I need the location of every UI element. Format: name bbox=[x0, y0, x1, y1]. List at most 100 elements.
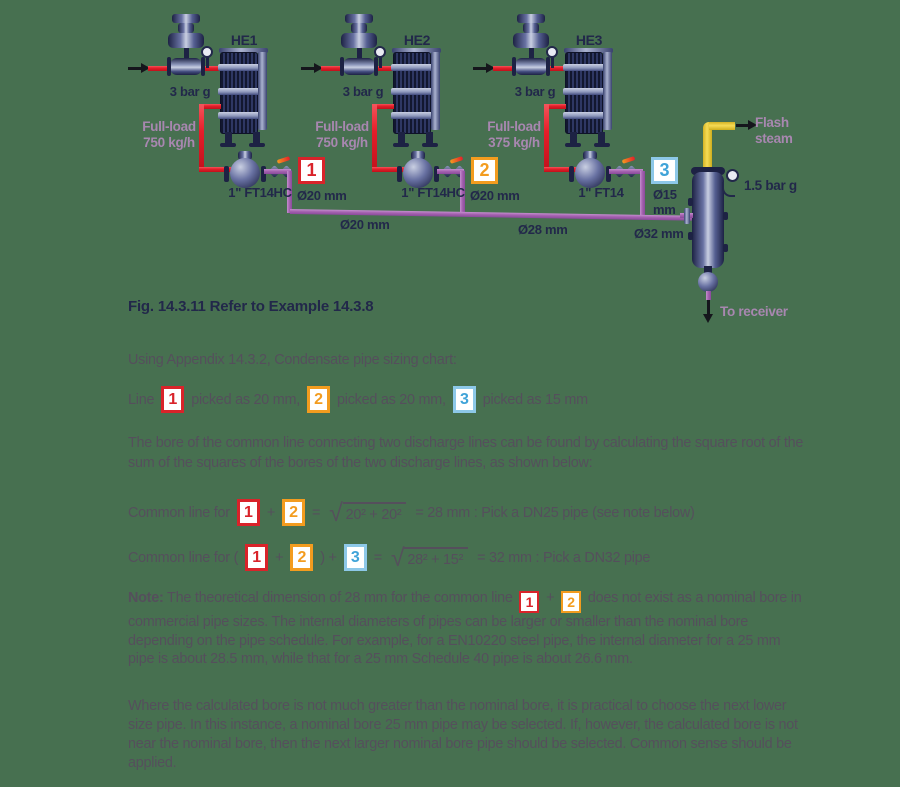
he-leg bbox=[570, 132, 577, 145]
he-foot bbox=[594, 143, 610, 147]
inline-tag-3: 3 bbox=[452, 386, 476, 413]
steam-trap bbox=[224, 150, 270, 192]
control-valve-body bbox=[515, 58, 547, 75]
bore-line1: Ø15 bbox=[653, 187, 677, 202]
full-load-label: Full-load 375 kg/h bbox=[481, 119, 547, 151]
control-valve-stem bbox=[529, 48, 534, 60]
flash-steam-arrow bbox=[736, 124, 749, 127]
line-row-seg3: picked as 15 mm bbox=[482, 391, 588, 408]
full-load-line2: 750 kg/h bbox=[143, 135, 195, 150]
formula1-result: = 28 mm : Pick a DN25 pipe (see note bel… bbox=[415, 504, 695, 521]
trap-flange bbox=[434, 166, 439, 182]
sqrt-radical-icon: √ bbox=[390, 543, 405, 572]
control-valve-body bbox=[343, 58, 375, 75]
control-valve-actuator bbox=[517, 14, 545, 23]
he-frame-band bbox=[563, 88, 605, 95]
note-label: Note: bbox=[128, 590, 164, 606]
sqrt-radical-icon: √ bbox=[329, 498, 343, 527]
he-frame-band bbox=[218, 64, 260, 71]
closing-paragraph: Where the calculated bore is not much gr… bbox=[128, 698, 798, 771]
he-foot bbox=[393, 143, 409, 147]
he-top-cap bbox=[564, 48, 613, 53]
steam-pressure-label: 3 bar g bbox=[342, 84, 384, 99]
heat-exchanger: HE1 bbox=[218, 32, 270, 150]
inline-tag-1: 1 bbox=[161, 386, 185, 413]
control-valve-neck bbox=[351, 23, 367, 33]
sqrt-radicand: 28² + 15² bbox=[404, 546, 469, 568]
trap-flange bbox=[261, 166, 266, 182]
intro-text: Using Appendix 14.3.2, Condensate pipe s… bbox=[128, 352, 457, 368]
formula-common-line-1-2-3: Common line for ( 1 + 2 ) + 3 = √ 28² + … bbox=[128, 544, 888, 571]
trap-model-label: 1" FT14 bbox=[578, 185, 624, 200]
he-frame-band bbox=[563, 112, 605, 119]
flash-steam-arrowhead-icon bbox=[748, 120, 757, 130]
formula2-prefix: Common line for ( bbox=[128, 549, 239, 566]
condensate-outlet-pipe bbox=[199, 104, 204, 172]
valve-handle-icon bbox=[621, 156, 636, 164]
full-load-line1: Full-load bbox=[487, 119, 541, 134]
condensate-outlet-pipe bbox=[372, 104, 394, 109]
heat-exchanger: HE2 bbox=[391, 32, 443, 150]
flash-steam-riser bbox=[703, 122, 712, 175]
condensate-outlet-pipe bbox=[544, 167, 576, 172]
trap-flange bbox=[606, 166, 611, 182]
flash-steam-label: Flash steam bbox=[755, 115, 793, 147]
vessel-nub bbox=[688, 198, 693, 206]
steam-inlet-arrowhead-icon bbox=[141, 63, 150, 73]
full-load-line1: Full-load bbox=[315, 119, 369, 134]
he-frame-band bbox=[218, 88, 260, 95]
receiver-arrow bbox=[707, 300, 710, 315]
gauge-stem bbox=[206, 56, 209, 68]
he-name-label: HE1 bbox=[230, 32, 258, 48]
close-paren-plus: ) + bbox=[320, 549, 337, 566]
control-valve-bonnet bbox=[513, 33, 549, 48]
he-end-frame bbox=[258, 52, 267, 130]
he-foot bbox=[249, 143, 265, 147]
trap-discharge-drop bbox=[460, 171, 465, 216]
valve-flange bbox=[167, 57, 171, 76]
control-valve-bonnet bbox=[168, 33, 204, 48]
valve-handle-icon bbox=[276, 156, 291, 164]
control-valve-neck bbox=[178, 23, 194, 33]
vessel-nub bbox=[723, 244, 728, 252]
flash-vessel-body bbox=[692, 172, 724, 268]
valve-handle-icon bbox=[449, 156, 464, 164]
sqrt-radicand: 20² + 20² bbox=[342, 501, 407, 523]
heat-exchanger-unit-3: 3 bar g HE3 Full-load 375 kg/h bbox=[473, 0, 708, 240]
trap-body bbox=[575, 158, 605, 188]
heat-exchanger: HE3 bbox=[563, 32, 615, 150]
vessel-bottom-neck bbox=[704, 266, 712, 274]
formula1-prefix: Common line for bbox=[128, 504, 230, 521]
trap-discharge-drop bbox=[640, 171, 645, 218]
valve-flange bbox=[512, 57, 516, 76]
equals-sign: = bbox=[311, 504, 321, 521]
condensate-outlet-pipe bbox=[199, 167, 231, 172]
he-frame-band bbox=[391, 64, 433, 71]
trap-body bbox=[230, 158, 260, 188]
formula2-tag-3: 3 bbox=[343, 544, 367, 571]
he-foot bbox=[422, 143, 438, 147]
control-valve-neck bbox=[523, 23, 539, 33]
formula1-tag-1: 1 bbox=[236, 499, 260, 526]
control-valve-actuator bbox=[172, 14, 200, 23]
figure-caption: Fig. 14.3.11 Refer to Example 14.3.8 bbox=[128, 298, 374, 315]
he-foot bbox=[565, 143, 581, 147]
note-paragraph: Note: The theoretical dimension of 28 mm… bbox=[128, 589, 808, 669]
valve-flange bbox=[374, 57, 378, 76]
control-valve-actuator bbox=[345, 14, 373, 23]
he-frame-band bbox=[391, 88, 433, 95]
full-load-label: Full-load 750 kg/h bbox=[309, 119, 375, 151]
line-selection-row: Line 1 picked as 20 mm, 2 picked as 20 m… bbox=[128, 386, 848, 413]
equals-sign: = bbox=[373, 549, 382, 566]
formula-common-line-1-2: Common line for 1 + 2 = √ 20² + 20² = 28… bbox=[128, 499, 888, 526]
vessel-outlet-stub bbox=[706, 291, 711, 300]
bore-explanation-paragraph: The bore of the common line connecting t… bbox=[128, 435, 804, 471]
condensate-outlet-pipe bbox=[199, 104, 221, 109]
square-root-expression: √ 20² + 20² bbox=[329, 498, 407, 527]
trap-model-label: 1" FT14HC bbox=[401, 185, 465, 200]
valve-flange bbox=[201, 57, 205, 76]
trap-bonnet bbox=[583, 151, 597, 160]
pressure-gauge-icon bbox=[201, 46, 213, 58]
he-end-frame bbox=[431, 52, 440, 130]
